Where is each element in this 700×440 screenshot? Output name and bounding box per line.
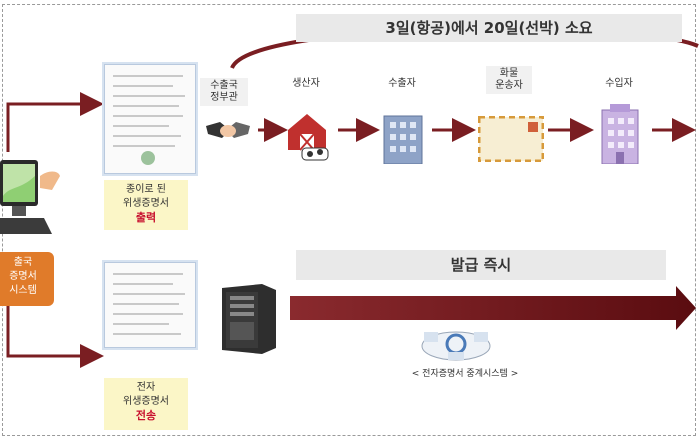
electronic-certificate-caption: 전자 위생증명서 전송	[104, 378, 188, 430]
server-icon	[218, 282, 280, 354]
stage-label-producer: 생산자	[292, 78, 320, 89]
paper-caption-line2: 위생증명서	[123, 198, 169, 209]
stage-carrier-line2: 운송자	[495, 80, 523, 91]
paper-caption-line1: 종이로 된	[126, 184, 166, 195]
electronic-caption-line2: 위생증명서	[123, 396, 169, 407]
relay-network-icon	[418, 324, 494, 364]
importer-building-icon	[596, 102, 644, 165]
paper-certificate-image	[104, 64, 196, 174]
office-building-icon	[380, 112, 426, 165]
instant-arrow	[290, 286, 696, 330]
electronic-caption-action: 전송	[135, 409, 157, 422]
connector-to-electronic	[6, 300, 104, 368]
envelope-icon	[477, 115, 545, 163]
connector-to-paper	[6, 92, 104, 152]
farm-barn-icon	[282, 108, 332, 164]
stage-government-line2: 정부관	[210, 92, 238, 103]
stage-government-line1: 수출국	[210, 80, 238, 91]
export-system-line1: 출국	[13, 257, 33, 268]
paper-caption-action: 출력	[135, 211, 157, 224]
stage-carrier-line1: 화물	[499, 68, 519, 79]
paper-certificate-caption: 종이로 된 위생증명서 출력	[104, 180, 188, 230]
instant-issuance-banner: 발급 즉시	[296, 250, 666, 280]
relay-system-label: < 전자증명서 중계시스템 >	[411, 369, 519, 379]
export-system-line2: 증명서	[9, 271, 37, 282]
stage-label-government: 수출국 정부관	[200, 78, 248, 106]
duration-banner: 3일(항공)에서 20일(선박) 소요	[296, 14, 682, 42]
electronic-caption-line1: 전자	[136, 382, 156, 393]
computer-icon	[0, 156, 60, 242]
export-certificate-system: 출국 증명서 시스템	[0, 252, 54, 306]
export-system-line3: 시스템	[9, 285, 37, 296]
electronic-certificate-image	[104, 262, 196, 348]
stage-label-exporter: 수출자	[388, 78, 416, 89]
handshake-icon	[204, 116, 252, 144]
stage-label-carrier: 화물 운송자	[486, 66, 532, 94]
stage-label-importer: 수입자	[605, 78, 633, 89]
